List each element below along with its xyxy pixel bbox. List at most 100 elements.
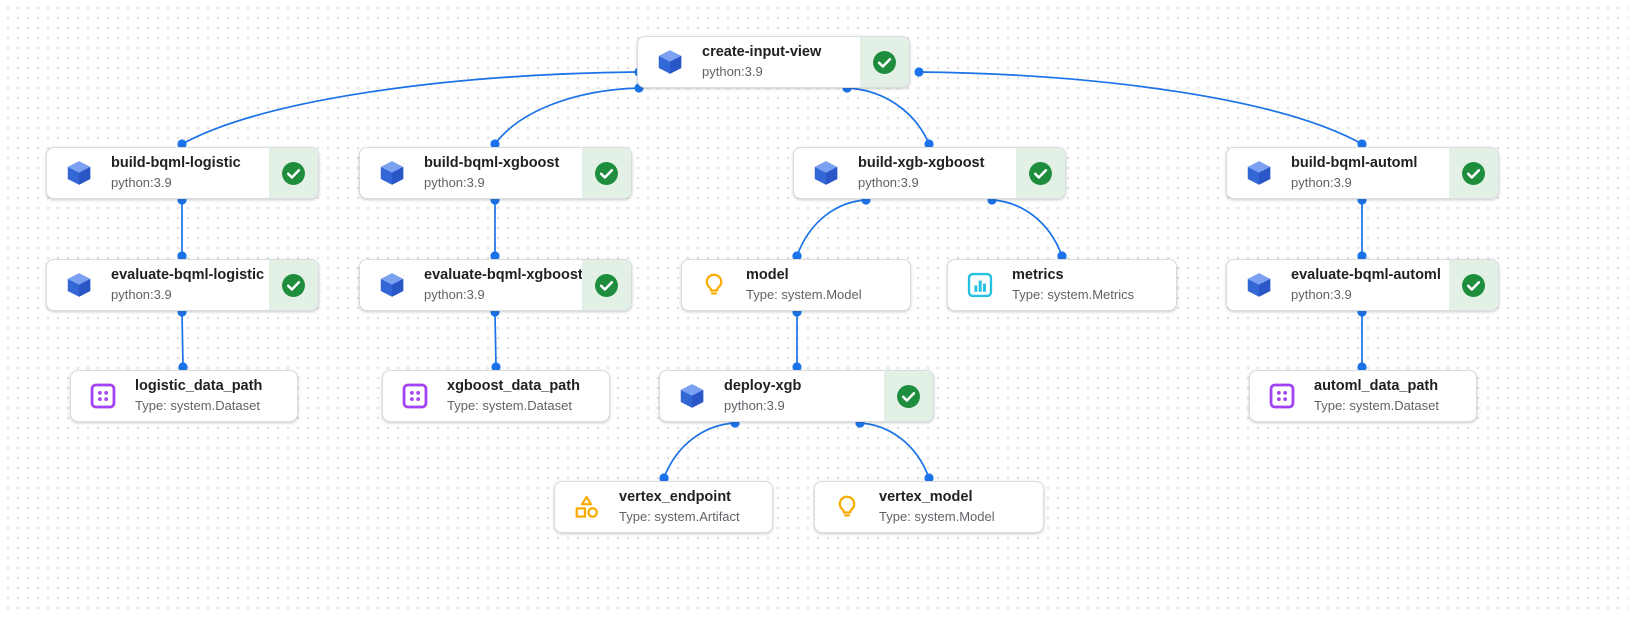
- lightbulb-icon: [832, 492, 862, 522]
- dag-node-build-bqml-logistic[interactable]: build-bqml-logistic python:3.9: [46, 147, 319, 199]
- node-title: build-xgb-xgboost: [858, 155, 985, 171]
- lightbulb-icon: [705, 273, 723, 295]
- node-subtitle: python:3.9: [724, 398, 785, 413]
- status-badge[interactable]: [884, 371, 933, 421]
- status-badge[interactable]: [269, 260, 318, 310]
- dag-node-deploy-xgb[interactable]: deploy-xgb python:3.9: [659, 370, 934, 422]
- node-subtitle: python:3.9: [111, 287, 172, 302]
- edge-evaluate-bqml-xgboost-to-xgboost_data_path: [494, 311, 497, 368]
- dag-node-evaluate-bqml-logistic[interactable]: evaluate-bqml-logistic python:3.9: [46, 259, 319, 311]
- edge-create-input-view-to-build-bqml-logistic: [181, 71, 640, 145]
- node-title: xgboost_data_path: [447, 378, 580, 394]
- cube-icon: [814, 161, 838, 185]
- status-badge[interactable]: [1449, 260, 1498, 310]
- cube-icon: [67, 161, 91, 185]
- cube-icon: [655, 47, 685, 77]
- edge-create-input-view-to-build-bqml-automl: [918, 71, 1363, 145]
- node-title: build-bqml-logistic: [111, 155, 241, 171]
- node-title: vertex_endpoint: [619, 489, 731, 505]
- node-title: deploy-xgb: [724, 378, 802, 394]
- dag-node-build-xgb-xgboost[interactable]: build-xgb-xgboost python:3.9: [793, 147, 1066, 199]
- cube-icon: [658, 50, 682, 74]
- node-subtitle: python:3.9: [702, 64, 763, 79]
- node-title: evaluate-bqml-xgboost: [424, 267, 583, 283]
- check-circle-icon: [1029, 161, 1052, 185]
- status-badge[interactable]: [1449, 148, 1498, 198]
- check-circle-icon: [1462, 273, 1485, 297]
- node-body: evaluate-bqml-logistic python:3.9: [47, 260, 269, 310]
- dataset-dots-icon: [90, 383, 116, 409]
- node-title: create-input-view: [702, 44, 822, 60]
- edge-evaluate-bqml-logistic-to-logistic_data_path: [181, 311, 184, 368]
- cube-icon: [380, 161, 404, 185]
- node-text: build-bqml-logistic python:3.9: [111, 154, 241, 192]
- node-title: model: [746, 267, 789, 283]
- node-subtitle: Type: system.Metrics: [1012, 287, 1135, 302]
- edge-deploy-xgb-to-vertex_model: [859, 422, 930, 479]
- node-title: build-bqml-xgboost: [424, 155, 560, 171]
- dataset-dots-icon: [1267, 381, 1297, 411]
- node-text: evaluate-bqml-xgboost python:3.9: [424, 266, 583, 304]
- check-circle-icon: [1462, 161, 1485, 185]
- status-badge[interactable]: [582, 148, 631, 198]
- cube-icon: [1244, 158, 1274, 188]
- status-badge[interactable]: [582, 260, 631, 310]
- cube-icon: [811, 158, 841, 188]
- check-circle-icon: [282, 161, 305, 185]
- dag-node-evaluate-bqml-xgboost[interactable]: evaluate-bqml-xgboost python:3.9: [359, 259, 632, 311]
- node-title: build-bqml-automl: [1291, 155, 1418, 171]
- check-circle-icon: [897, 384, 920, 408]
- edge-create-input-view-to-build-bqml-xgboost: [494, 87, 640, 145]
- status-badge[interactable]: [269, 148, 318, 198]
- node-body: create-input-view python:3.9: [638, 37, 860, 87]
- edge-endpoint-dot: [914, 67, 924, 77]
- lightbulb-icon: [838, 495, 856, 517]
- node-title: metrics: [1012, 267, 1064, 283]
- status-badge[interactable]: [1016, 148, 1065, 198]
- node-title: vertex_model: [879, 489, 973, 505]
- node-body: build-bqml-logistic python:3.9: [47, 148, 269, 198]
- cube-icon: [377, 158, 407, 188]
- node-title: evaluate-bqml-logistic: [111, 267, 265, 283]
- check-circle-icon: [873, 50, 896, 74]
- cube-icon: [67, 273, 91, 297]
- cube-icon: [377, 270, 407, 300]
- node-subtitle: python:3.9: [111, 175, 172, 190]
- node-subtitle: python:3.9: [424, 287, 485, 302]
- node-text: create-input-view python:3.9: [702, 43, 821, 81]
- node-subtitle: python:3.9: [1291, 175, 1352, 190]
- check-circle-icon: [595, 161, 618, 185]
- cube-icon: [64, 158, 94, 188]
- node-subtitle: Type: system.Artifact: [619, 509, 740, 524]
- node-text: build-bqml-automl python:3.9: [1291, 154, 1417, 192]
- status-badge[interactable]: [860, 37, 909, 87]
- node-text: deploy-xgb python:3.9: [724, 377, 801, 415]
- node-subtitle: python:3.9: [858, 175, 919, 190]
- dag-node-build-bqml-automl[interactable]: build-bqml-automl python:3.9: [1226, 147, 1499, 199]
- node-title: evaluate-bqml-automl: [1291, 267, 1441, 283]
- cube-icon: [1244, 270, 1274, 300]
- dataset-dots-icon: [1269, 383, 1295, 409]
- dag-node-create-input-view[interactable]: create-input-view python:3.9: [637, 36, 910, 88]
- edge-build-xgb-xgboost-to-model: [796, 199, 867, 257]
- node-subtitle: Type: system.Model: [879, 509, 995, 524]
